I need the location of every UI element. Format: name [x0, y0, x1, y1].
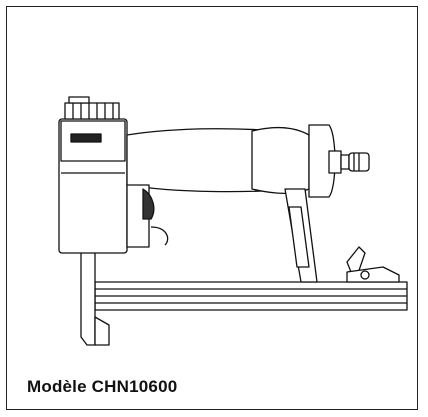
model-caption: Modèle CHN10600 [27, 377, 178, 396]
pneumatic-stapler-icon [58, 96, 408, 346]
figure-frame: Modèle CHN10600 [6, 6, 418, 410]
